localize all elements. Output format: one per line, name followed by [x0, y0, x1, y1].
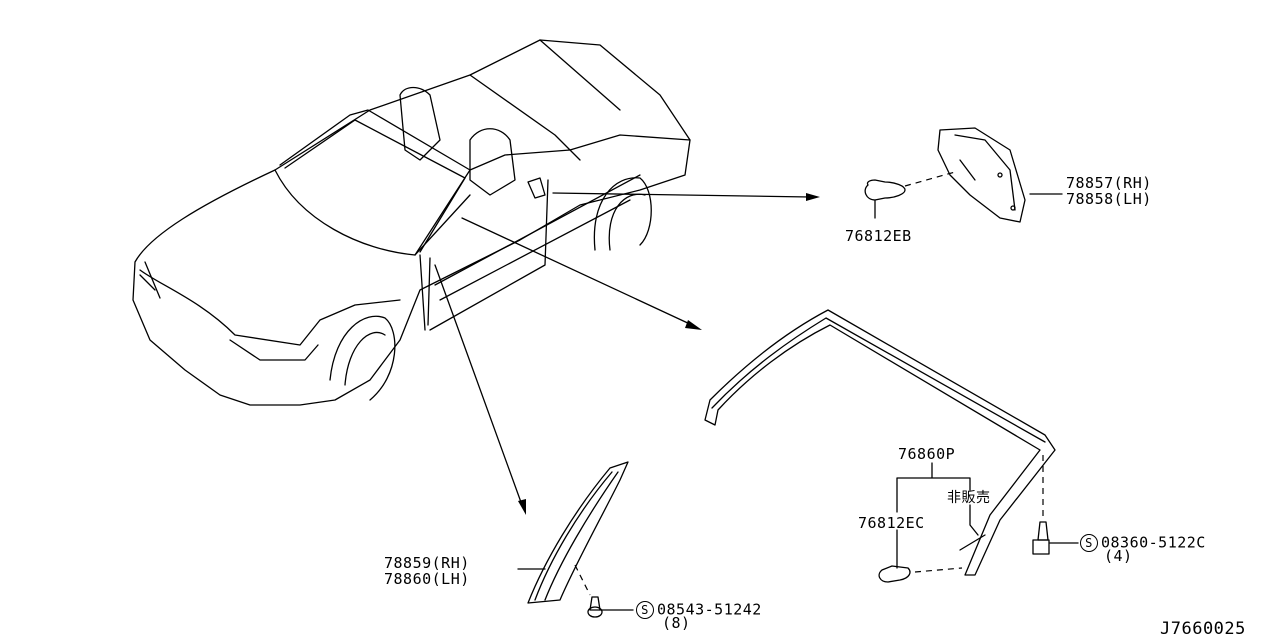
car-illustration — [132, 39, 691, 406]
standard-part-icon: S — [1080, 534, 1098, 552]
part-label-78860: 78860(LH) — [384, 570, 470, 588]
part-label-76812eb: 76812EB — [845, 227, 912, 245]
pillar-garnish-part — [527, 461, 629, 604]
part-label-78858: 78858(LH) — [1066, 190, 1152, 208]
standard-part-icon: S — [636, 601, 654, 619]
part-label-78857: 78857(RH) — [1066, 174, 1152, 192]
clip-76812ec — [878, 565, 911, 583]
leader-lines — [517, 462, 1079, 611]
part-label-76812ec: 76812EC — [858, 514, 925, 532]
screw-08543 — [587, 596, 603, 618]
weatherstrip-part — [704, 309, 1056, 576]
diagram-code: J7660025 — [1160, 619, 1246, 639]
bracket-part — [904, 127, 1063, 223]
quantity-08360: (4) — [1104, 547, 1133, 565]
clip-76812eb — [864, 179, 906, 219]
quantity-08543: (8) — [662, 614, 691, 632]
screw-08360 — [1032, 521, 1050, 555]
part-label-78859: 78859(RH) — [384, 554, 470, 572]
callout-arrows — [434, 192, 820, 515]
part-label-76860p: 76860P — [898, 445, 956, 463]
not-for-sale-note: 非販売 — [947, 490, 991, 506]
